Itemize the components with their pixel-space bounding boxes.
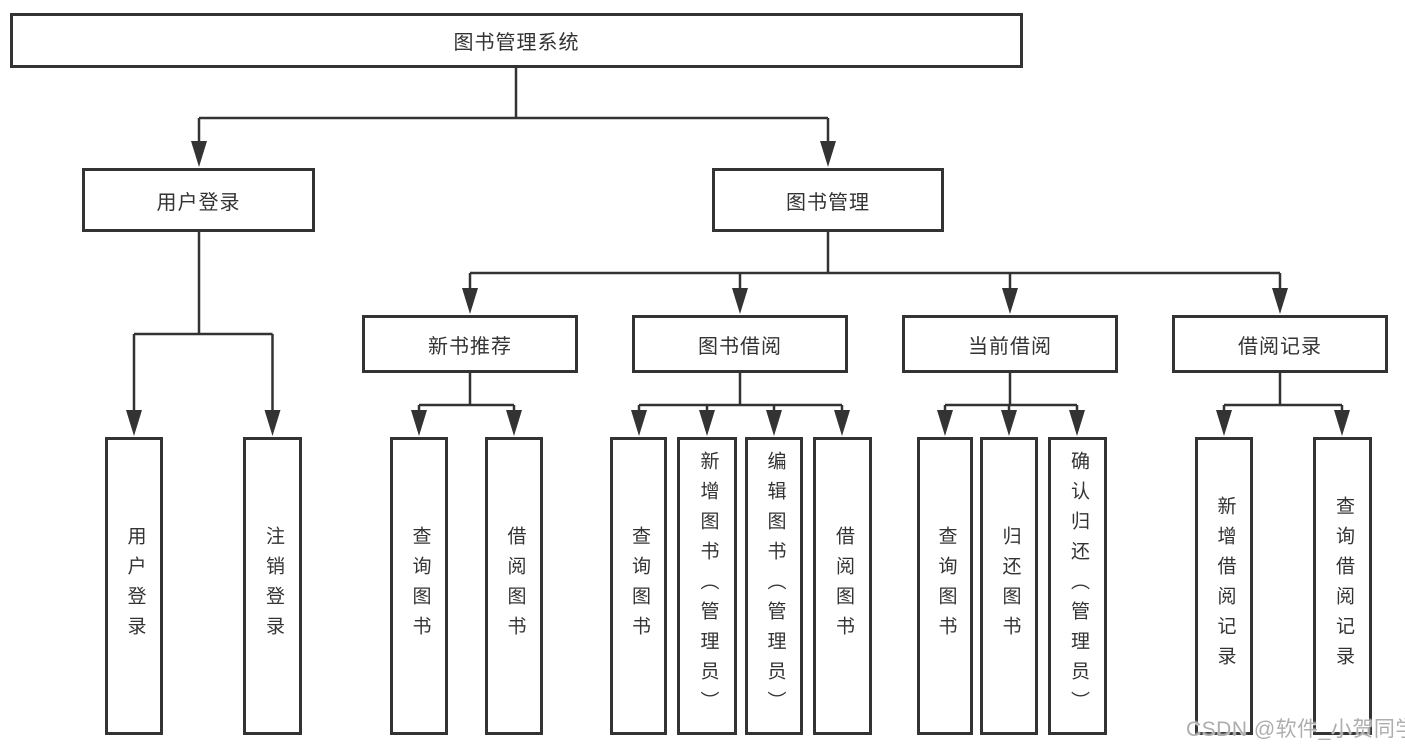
leaf-query-books-current: 查询图书	[917, 437, 973, 735]
node-label: 注销登录	[262, 526, 284, 646]
node-new-book-recommend: 新书推荐	[362, 315, 578, 373]
leaf-edit-book-admin: 编辑图书（管理员）	[745, 437, 803, 735]
leaf-user-login: 用户登录	[105, 437, 163, 735]
node-label: 当前借阅	[968, 335, 1052, 358]
node-label: 确认归还（管理员）	[1067, 451, 1089, 721]
node-label: 图书管理	[786, 191, 870, 214]
node-label: 新增图书（管理员）	[697, 451, 719, 721]
node-label: 用户登录	[124, 526, 146, 646]
node-label: 新书推荐	[428, 335, 512, 358]
leaf-borrow-books-recommend: 借阅图书	[485, 437, 543, 735]
node-book-management: 图书管理	[712, 168, 944, 232]
node-label: 借阅记录	[1238, 335, 1322, 358]
node-label: 查询借阅记录	[1332, 496, 1354, 676]
leaf-confirm-return-admin: 确认归还（管理员）	[1048, 437, 1107, 735]
node-library-management-system: 图书管理系统	[10, 13, 1023, 68]
arrowheads	[126, 141, 1350, 436]
node-user-login: 用户登录	[82, 168, 315, 232]
node-label: 用户登录	[156, 191, 241, 214]
node-borrow-records: 借阅记录	[1172, 315, 1388, 373]
node-label: 图书借阅	[698, 335, 782, 358]
node-label: 归还图书	[999, 526, 1021, 646]
node-label: 查询图书	[628, 526, 650, 646]
leaf-query-books-borrow: 查询图书	[610, 437, 667, 735]
node-label: 借阅图书	[504, 526, 526, 646]
leaf-query-borrow-record: 查询借阅记录	[1313, 437, 1372, 735]
node-label: 图书管理系统	[453, 32, 580, 54]
node-label: 查询图书	[409, 526, 431, 646]
node-label: 新增借阅记录	[1214, 496, 1236, 676]
node-book-borrow: 图书借阅	[632, 315, 848, 373]
leaf-logout: 注销登录	[243, 437, 302, 735]
leaf-borrow-book: 借阅图书	[813, 437, 872, 735]
node-label: 借阅图书	[832, 526, 854, 646]
node-current-borrow: 当前借阅	[902, 315, 1118, 373]
node-label: 编辑图书（管理员）	[764, 451, 786, 721]
leaf-add-book-admin: 新增图书（管理员）	[677, 437, 737, 735]
node-label: 查询图书	[935, 526, 957, 646]
leaf-add-borrow-record: 新增借阅记录	[1195, 437, 1253, 735]
leaf-query-books-recommend: 查询图书	[390, 437, 448, 735]
csdn-watermark: CSDN @软件_小贺同学	[1186, 718, 1405, 741]
leaf-return-book: 归还图书	[980, 437, 1038, 735]
